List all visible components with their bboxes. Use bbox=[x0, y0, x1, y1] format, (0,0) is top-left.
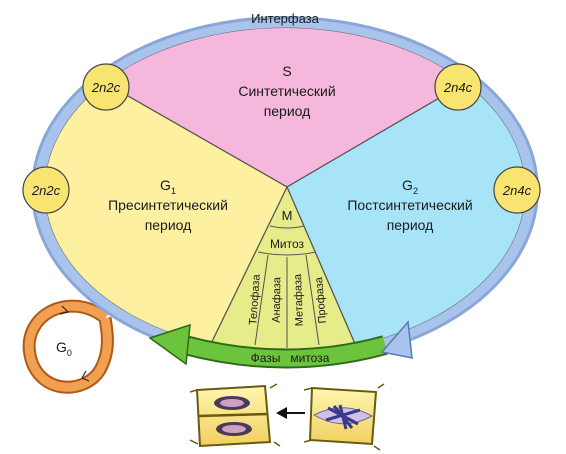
chromosome-set-mid-left: 2n2c bbox=[22, 166, 70, 214]
g0-label: G0 bbox=[56, 339, 72, 358]
division-arrow bbox=[276, 407, 305, 419]
g2-phase-subtitle: период bbox=[387, 217, 434, 233]
g1-phase-subtitle: период bbox=[145, 217, 192, 233]
chromosome-set-mid-right: 2n4c bbox=[493, 166, 541, 214]
mitosis-letter: M bbox=[282, 208, 293, 223]
mitosis-label: Митоз bbox=[270, 237, 305, 251]
dividing-cell-image bbox=[303, 383, 385, 451]
svg-text:2n4c: 2n4c bbox=[443, 80, 473, 95]
daughter-cells-image bbox=[189, 383, 281, 448]
mitosis-phases-label: Фазы митоза bbox=[251, 351, 330, 365]
interphase-label: Интерфаза bbox=[251, 11, 320, 26]
s-phase-title: Синтетический bbox=[238, 83, 335, 99]
g2-phase-letter: G2 bbox=[402, 177, 418, 196]
chromosome-set-top-left: 2n2c bbox=[82, 63, 130, 111]
g0-loop: G0 bbox=[22, 299, 114, 394]
loop-arrow-icon bbox=[59, 305, 69, 315]
g1-phase-title: Пресинтетический bbox=[108, 197, 228, 213]
svg-text:2n4c: 2n4c bbox=[502, 183, 532, 198]
svg-text:2n2c: 2n2c bbox=[31, 183, 61, 198]
metaphase-label: Метафаза bbox=[292, 273, 306, 327]
s-phase-letter: S bbox=[282, 63, 291, 79]
interphase-arrow-icon bbox=[380, 320, 413, 359]
s-phase-subtitle: период bbox=[264, 103, 311, 119]
loop-arrow-icon bbox=[81, 370, 90, 382]
prophase-label: Профаза bbox=[313, 276, 329, 324]
svg-text:2n2c: 2n2c bbox=[91, 80, 121, 95]
mitosis-phases-arrow bbox=[148, 323, 388, 369]
g1-phase-letter: G1 bbox=[160, 177, 176, 196]
g2-phase-title: Постсинтетический bbox=[347, 197, 472, 213]
anaphase-label: Анафаза bbox=[271, 276, 284, 323]
chromosome-set-top-right: 2n4c bbox=[434, 63, 482, 111]
telophase-label: Телофаза bbox=[247, 273, 263, 325]
